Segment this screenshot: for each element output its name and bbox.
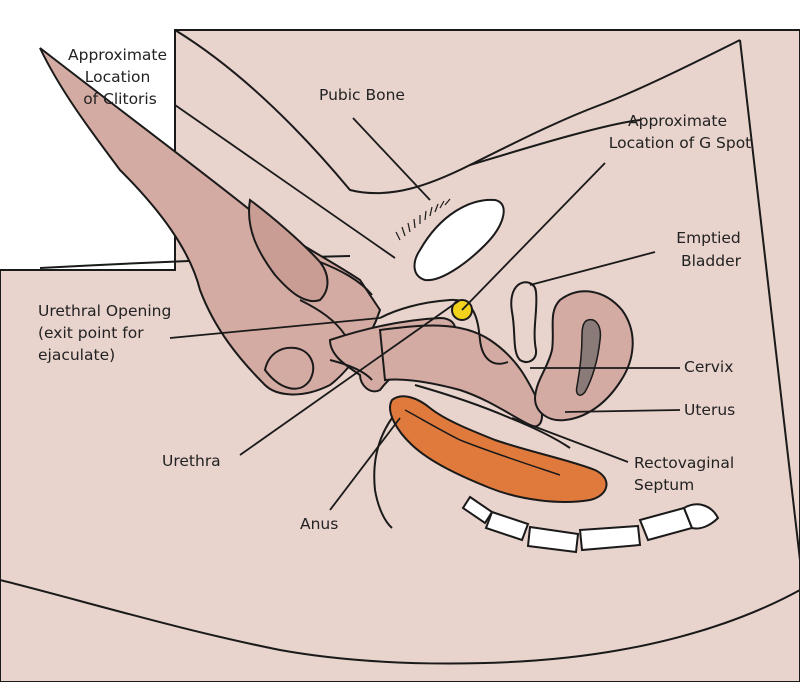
leader-clitoris — [174, 104, 396, 259]
label-g-spot: Approximate Location of G Spot — [609, 112, 752, 152]
leader-urethral-opening — [169, 317, 381, 339]
emptied-bladder — [510, 281, 538, 363]
label-clitoris: Approximate Location of Clitoris — [68, 46, 172, 108]
rectovaginal-septum-line — [414, 384, 571, 449]
leader-urethra — [239, 299, 461, 456]
leader-bladder — [529, 251, 656, 286]
labels: Approximate Location of Clitoris Pubic B… — [38, 46, 751, 533]
coccyx-vertebrae — [461, 495, 720, 554]
uterus-shape — [533, 290, 634, 422]
label-rectovaginal-septum: Rectovaginal Septum — [634, 454, 739, 494]
label-pubic-bone: Pubic Bone — [319, 86, 405, 104]
rectum-shape — [389, 395, 608, 503]
leader-pubic-bone — [352, 117, 431, 201]
vaginal-canal — [378, 324, 543, 428]
leader-rectovaginal-septum — [511, 417, 629, 463]
label-urethral-opening: Urethral Opening (exit point for ejacula… — [38, 302, 176, 364]
leader-g-spot — [461, 162, 606, 311]
leader-uterus — [564, 409, 681, 413]
lower-abdomen-curve — [469, 119, 641, 166]
leader-anus — [329, 417, 401, 511]
label-uterus: Uterus — [684, 401, 735, 419]
anus-outline — [373, 417, 393, 529]
pubic-hair — [395, 198, 451, 241]
leader-lines — [169, 104, 681, 511]
label-cervix: Cervix — [684, 358, 733, 376]
label-anus: Anus — [300, 515, 338, 533]
label-bladder: Emptied Bladder — [676, 229, 745, 270]
pubic-bone-shape — [413, 198, 505, 282]
label-urethra: Urethra — [162, 452, 221, 470]
